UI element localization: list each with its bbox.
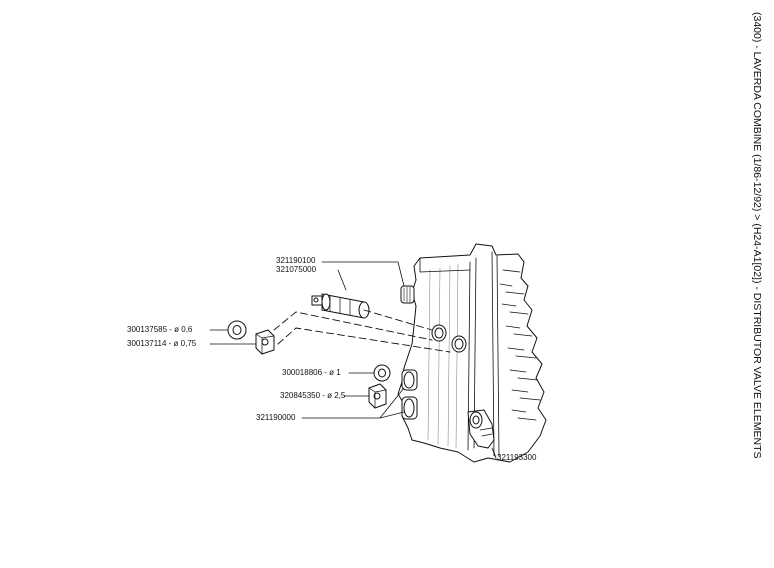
part-label-321075000[interactable]: 321075000 xyxy=(276,265,317,274)
part-label-320845350[interactable]: 320845350 - ø 2,5 xyxy=(280,391,346,400)
leader-lines xyxy=(209,261,497,459)
restrictor-300137114 xyxy=(255,329,275,355)
assembly-dash-lines xyxy=(273,309,451,353)
part-label-321190100[interactable]: 321190100 xyxy=(276,256,316,265)
part-label-300137114[interactable]: 300137114 - ø 0,75 xyxy=(127,339,197,348)
washer-300018806 xyxy=(373,364,391,382)
part-label-321193300[interactable]: 321193300 xyxy=(497,453,537,462)
washer-300137585 xyxy=(227,320,247,340)
part-label-300137585[interactable]: 300137585 - ø 0,6 xyxy=(127,325,193,334)
page-title: (3400) - LAVERDA COMBINE (1/86-12/92) > … xyxy=(751,12,763,459)
restrictor-320845350 xyxy=(368,383,387,409)
distributor-valve-body xyxy=(397,243,547,463)
part-label-300018806[interactable]: 300018806 - ø 1 xyxy=(282,368,341,377)
part-label-321190000[interactable]: 321190000 xyxy=(256,413,296,422)
cartridge-valve xyxy=(311,293,370,319)
